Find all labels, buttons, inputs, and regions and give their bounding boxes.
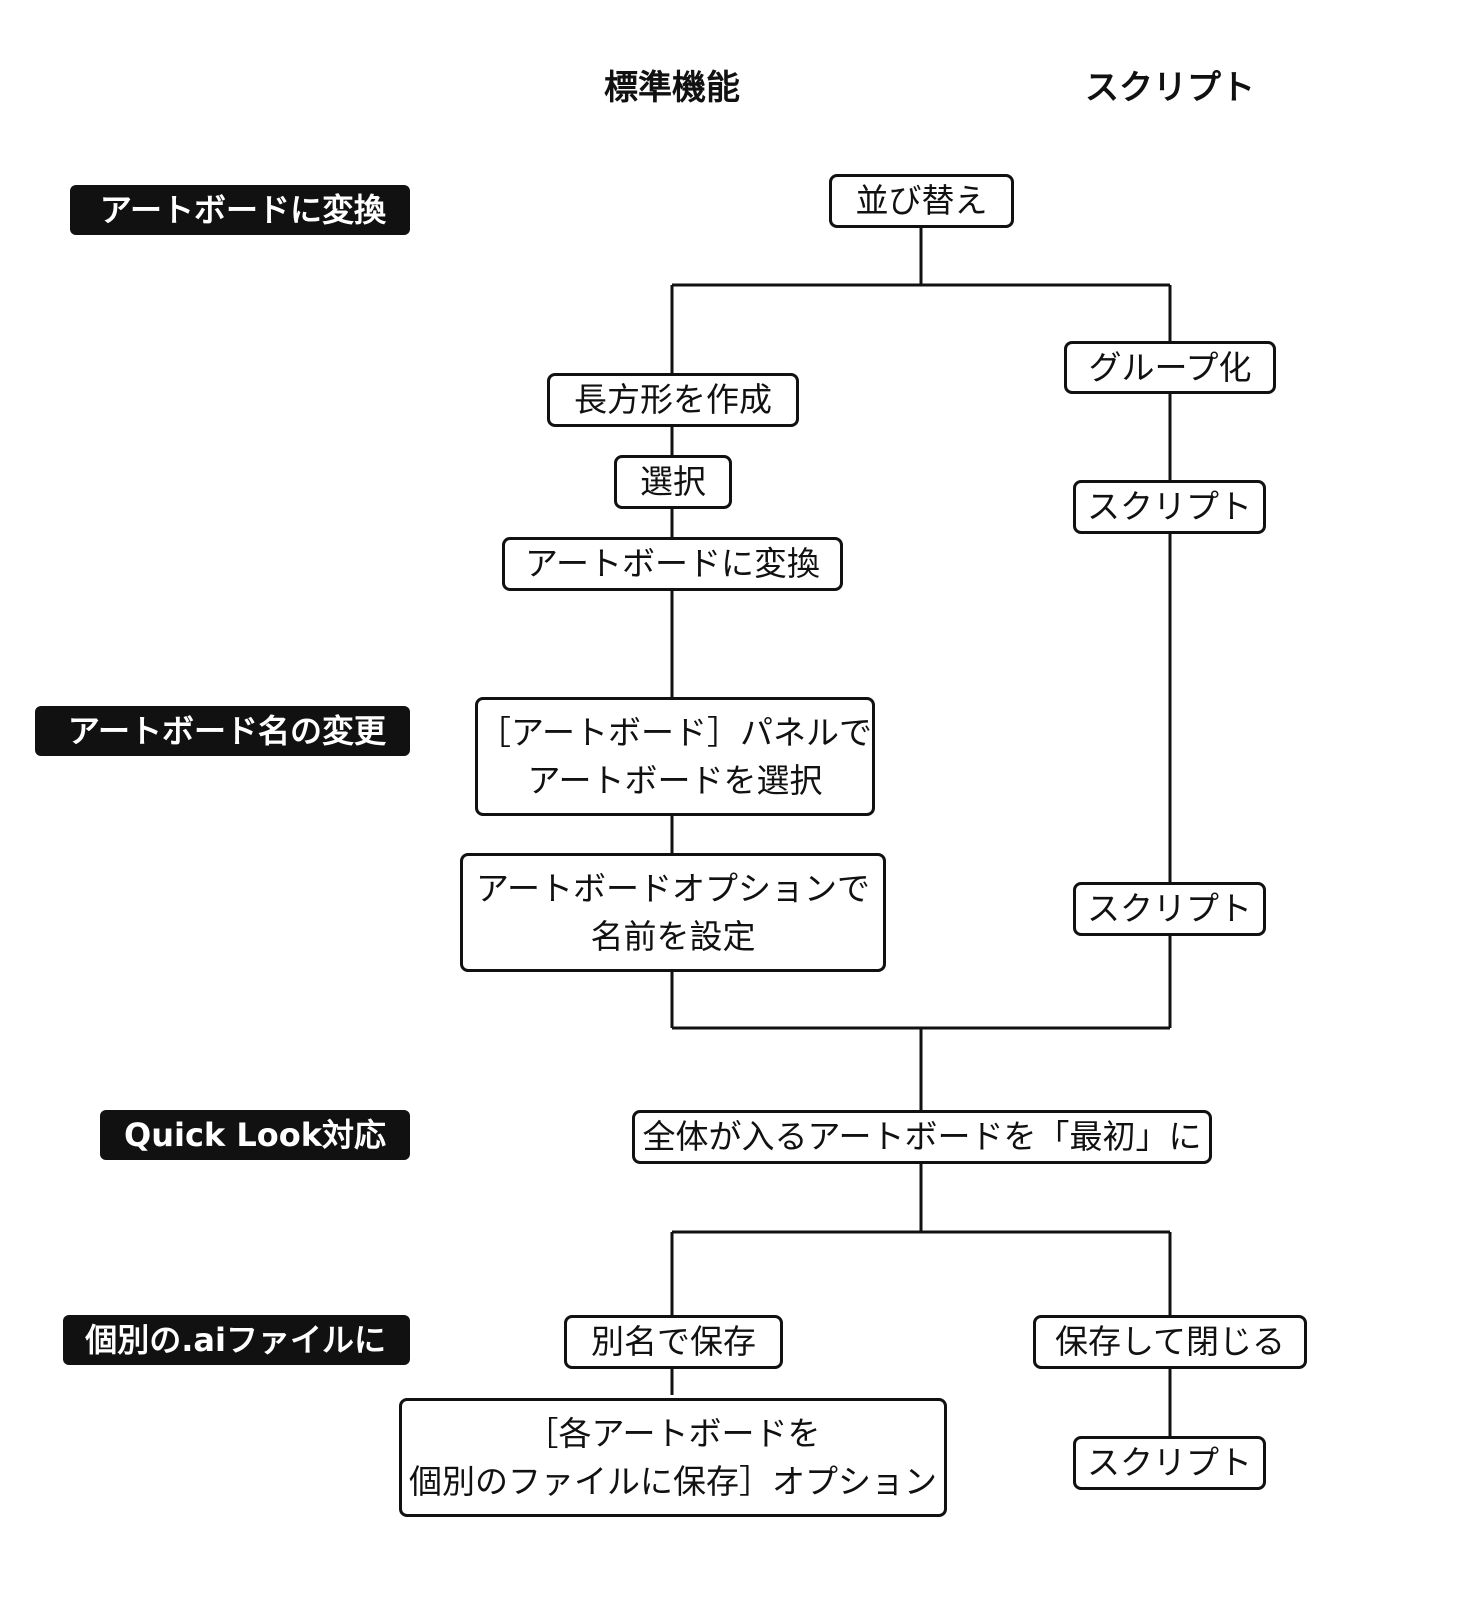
node-script-2-label: スクリプト xyxy=(1087,889,1252,929)
column-header-script: スクリプト xyxy=(1085,68,1255,108)
node-panel-select: ［アートボード］パネルで アートボードを選択 xyxy=(475,697,875,816)
node-sort-label: 並び替え xyxy=(855,181,988,221)
node-script-1-label: スクリプト xyxy=(1087,487,1252,527)
node-artboard-options-line2: 名前を設定 xyxy=(590,916,756,956)
node-panel-select-line2: アートボードを選択 xyxy=(527,760,823,800)
node-save-as-label: 別名で保存 xyxy=(591,1322,756,1362)
section-label-rename: アートボード名の変更 xyxy=(35,706,410,756)
node-save-each-line1: ［各アートボードを xyxy=(525,1413,821,1453)
column-header-standard: 標準機能 xyxy=(604,68,740,108)
node-script-3: スクリプト xyxy=(1073,1436,1266,1490)
node-script-3-label: スクリプト xyxy=(1087,1443,1252,1483)
node-first-artboard: 全体が入るアートボードを「最初」に xyxy=(632,1110,1212,1164)
section-label-convert: アートボードに変換 xyxy=(70,185,410,235)
node-save-close: 保存して閉じる xyxy=(1033,1315,1307,1369)
node-select-label: 選択 xyxy=(640,462,706,502)
node-panel-select-line1: ［アートボード］パネルで xyxy=(477,712,873,752)
node-first-artboard-label: 全体が入るアートボードを「最初」に xyxy=(642,1117,1202,1157)
node-script-2: スクリプト xyxy=(1073,882,1266,936)
node-artboard-options-line1: アートボードオプションで xyxy=(475,868,871,908)
node-group: グループ化 xyxy=(1064,341,1276,394)
section-label-separate: 個別の.aiファイルに xyxy=(63,1315,410,1365)
node-save-each-line2: 個別のファイルに保存］オプション xyxy=(409,1461,937,1501)
node-save-each: ［各アートボードを 個別のファイルに保存］オプション xyxy=(399,1398,947,1517)
node-sort: 並び替え xyxy=(829,174,1014,228)
node-script-1: スクリプト xyxy=(1073,480,1266,534)
node-save-as: 別名で保存 xyxy=(564,1315,783,1369)
node-select: 選択 xyxy=(614,455,732,509)
node-create-rect: 長方形を作成 xyxy=(547,373,799,427)
node-artboard-options: アートボードオプションで 名前を設定 xyxy=(460,853,886,972)
node-convert-artboard-label: アートボードに変換 xyxy=(524,544,821,584)
node-convert-artboard: アートボードに変換 xyxy=(502,537,843,591)
node-save-close-label: 保存して閉じる xyxy=(1054,1322,1285,1362)
section-label-quicklook: Quick Look対応 xyxy=(100,1110,410,1160)
node-group-label: グループ化 xyxy=(1088,347,1252,387)
node-create-rect-label: 長方形を作成 xyxy=(574,380,772,420)
